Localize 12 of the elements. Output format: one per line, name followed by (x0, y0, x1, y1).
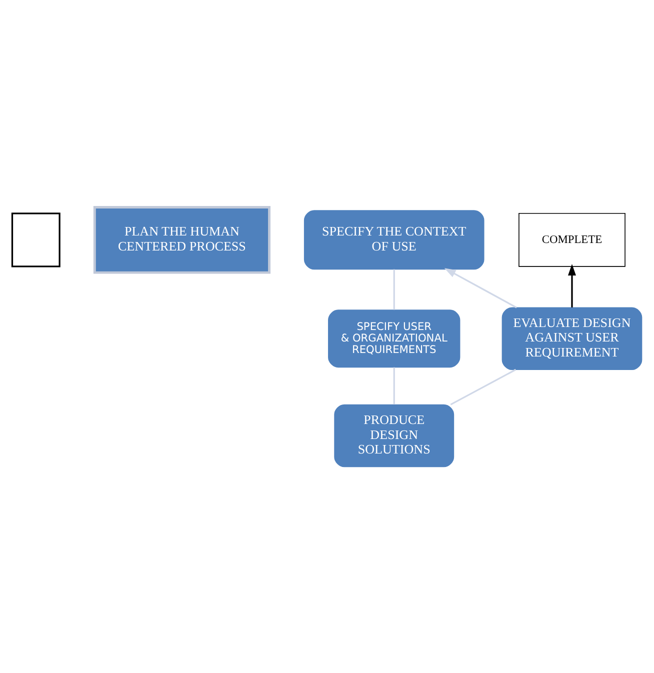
node-box: SPECIFY THE CONTEXT OF USE (304, 210, 484, 270)
node-box: EVALUATE DESIGN AGAINST USER REQUIREMENT (502, 306, 642, 370)
connector (450, 368, 516, 405)
connector (393, 268, 395, 310)
connector (393, 366, 395, 404)
node-box: PRODUCE DESIGN SOLUTIONS (334, 404, 454, 467)
node-box: PLAN THE HUMAN CENTERED PROCESS (93, 206, 270, 274)
arrow (444, 268, 517, 308)
node-box: SPECIFY USER & ORGANIZATIONAL REQUIREMENTS (328, 309, 460, 368)
node-box: COMPLETE (518, 212, 626, 266)
node-box (11, 212, 60, 267)
arrow (568, 264, 576, 307)
